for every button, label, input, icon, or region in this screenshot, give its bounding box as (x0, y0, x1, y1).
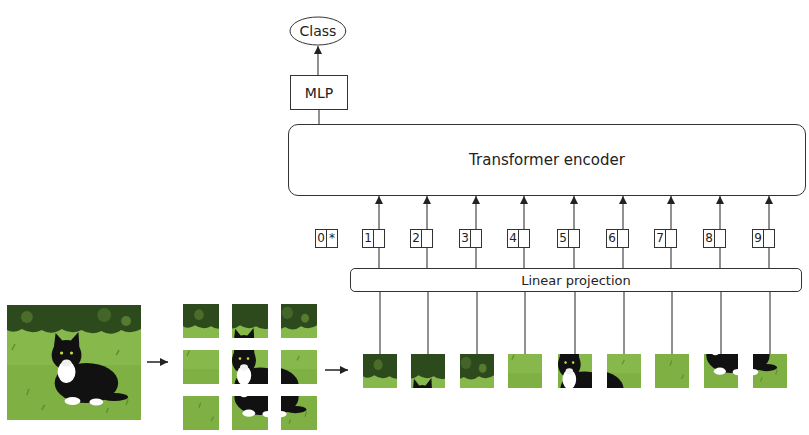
token-pair: 1 (362, 229, 385, 248)
connector-arrow (524, 196, 525, 229)
position-index: 8 (703, 229, 715, 248)
token-pair: 8 (703, 229, 726, 248)
token-pair: 0* (315, 229, 338, 248)
token-pair: 4 (507, 229, 530, 248)
position-index: 1 (362, 229, 374, 248)
connector-line (476, 248, 477, 268)
connector-line (623, 248, 624, 268)
embedding-cell (421, 229, 433, 248)
connector-arrow (623, 196, 624, 229)
token-pair: 9 (752, 229, 775, 248)
position-index: * (326, 229, 338, 248)
position-index: 2 (410, 229, 422, 248)
connector-line (524, 248, 525, 268)
position-index: 6 (606, 229, 618, 248)
connector-line (769, 248, 770, 268)
image-patch (209, 328, 317, 430)
token-pair: 7 (654, 229, 677, 248)
embedding-cell (373, 229, 385, 248)
position-index: 5 (557, 229, 569, 248)
connector-arrow (317, 46, 318, 75)
flow-arrow (325, 369, 348, 371)
box-label: Class (300, 23, 337, 39)
embedding-cell (518, 229, 530, 248)
connector-line (379, 248, 380, 268)
cat-photo (7, 305, 141, 420)
token-pair: 3 (459, 229, 482, 248)
connector-line (427, 248, 428, 268)
process-box: Linear projection (350, 268, 802, 292)
embedding-cell (470, 229, 482, 248)
connector-arrow (769, 196, 770, 229)
connector-arrow (671, 196, 672, 229)
connector-line (671, 248, 672, 268)
position-index: 4 (507, 229, 519, 248)
image-patch (685, 286, 787, 388)
box-label: Transformer encoder (469, 151, 625, 169)
patch-sequence (363, 286, 787, 435)
connector-line (319, 110, 320, 124)
position-index: 9 (752, 229, 764, 248)
connector-arrow (379, 196, 380, 229)
token-pair: 5 (557, 229, 580, 248)
patch-grid (183, 304, 317, 430)
process-box: Transformer encoder (288, 124, 806, 196)
patch-wires (380, 292, 770, 354)
embedding-cell (763, 229, 775, 248)
output-ellipse: Class (289, 16, 347, 46)
embedding-cell (617, 229, 629, 248)
embedding-cell (665, 229, 677, 248)
token-pair: 2 (410, 229, 433, 248)
position-index: 3 (459, 229, 471, 248)
connector-arrow (427, 196, 428, 229)
connector-arrow (574, 196, 575, 229)
connector-arrow (720, 196, 721, 229)
position-index: 7 (654, 229, 666, 248)
box-label: Linear projection (521, 273, 630, 288)
box-label: MLP (305, 85, 333, 101)
connector-arrow (476, 196, 477, 229)
flow-arrow (147, 361, 168, 363)
connector-line (574, 248, 575, 268)
process-box: MLP (290, 75, 348, 110)
token-pair: 6 (606, 229, 629, 248)
embedding-cell (714, 229, 726, 248)
connector-line (720, 248, 721, 268)
embedding-cell (568, 229, 580, 248)
image-patch (539, 320, 641, 422)
image-patch (392, 354, 494, 435)
